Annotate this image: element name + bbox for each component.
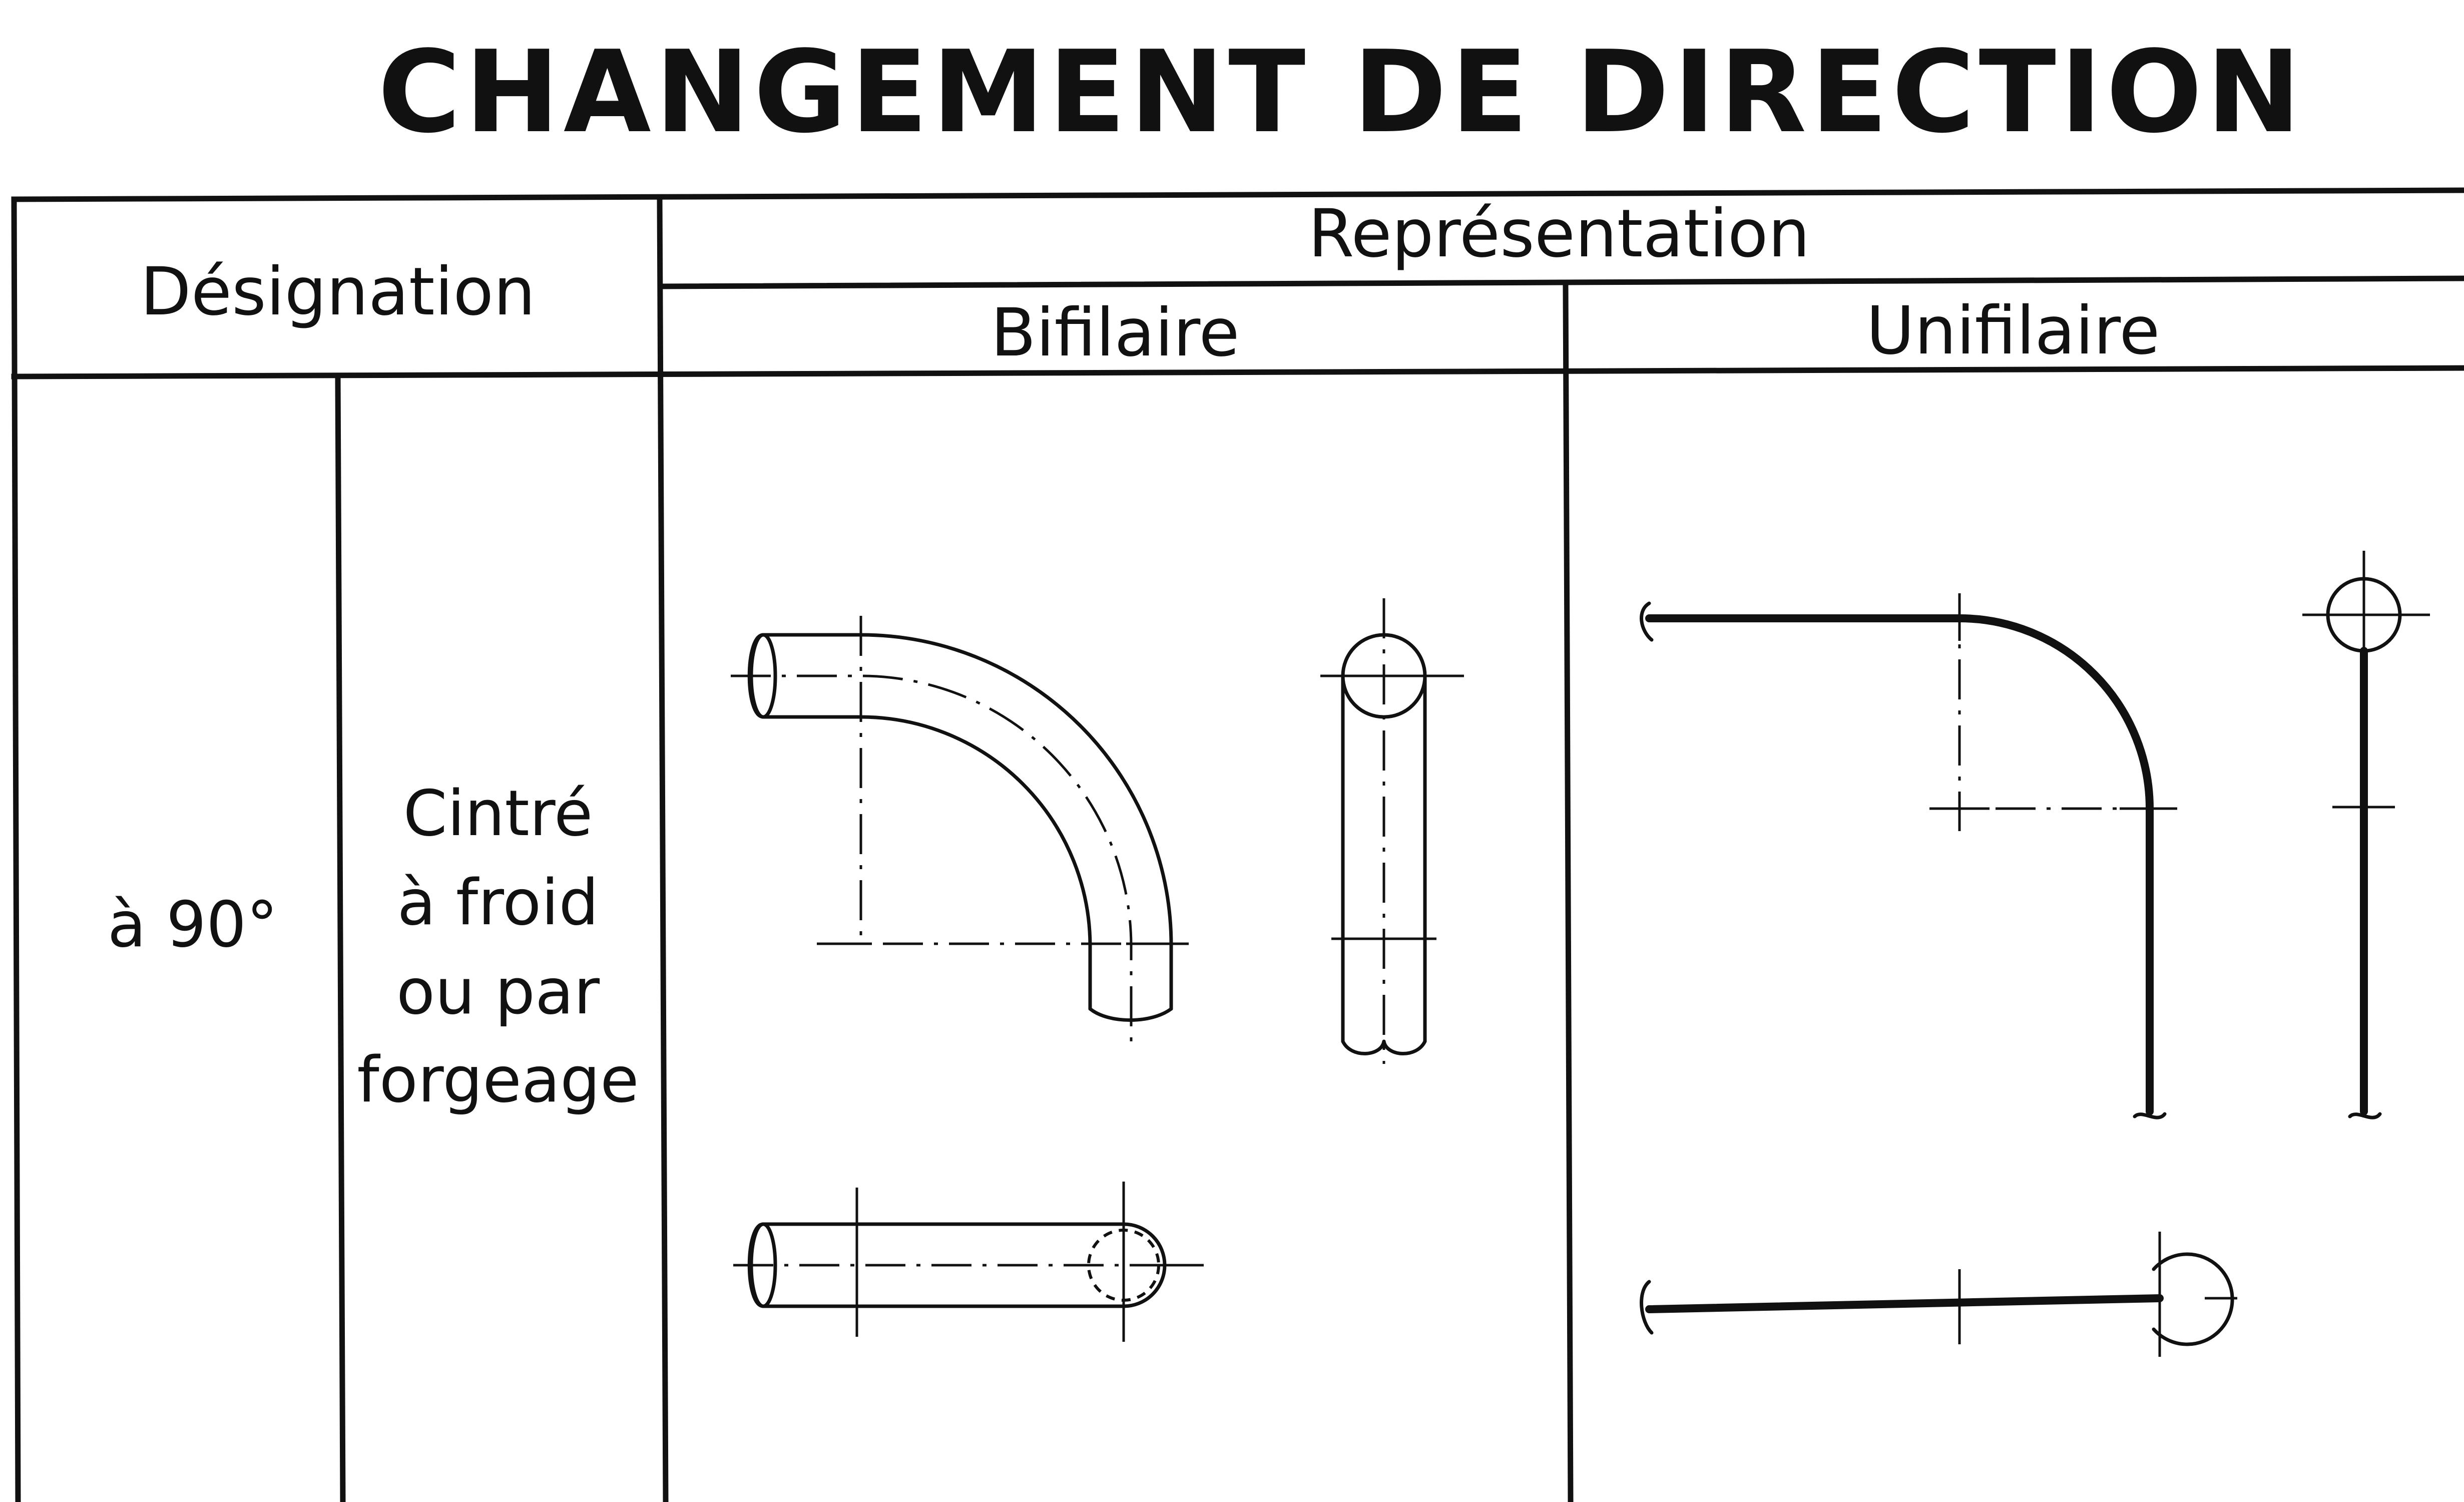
method-line-4: forgeage bbox=[357, 1043, 639, 1116]
page-title: CHANGEMENT DE DIRECTION bbox=[378, 27, 2305, 158]
bifilaire-header: Bifilaire bbox=[991, 294, 1239, 371]
bifilaire-elbow-top-view bbox=[733, 1182, 1204, 1342]
representation-header: Représentation bbox=[1308, 195, 1810, 272]
method-label: Cintré à froid ou par forgeage bbox=[357, 777, 639, 1116]
unifilaire-elbow-side-view bbox=[2302, 551, 2430, 1119]
bifilaire-elbow-front-view bbox=[731, 616, 1189, 1046]
unifilaire-elbow-top-view bbox=[1640, 1232, 2237, 1357]
method-line-1: Cintré bbox=[403, 777, 593, 850]
table-grid bbox=[11, 187, 2464, 1502]
unifilaire-elbow-front-view bbox=[1640, 593, 2177, 1119]
designation-header: Désignation bbox=[140, 253, 536, 330]
unifilaire-header: Unifilaire bbox=[1866, 292, 2160, 369]
bifilaire-elbow-side-view bbox=[1320, 598, 1464, 1064]
method-line-3: ou par bbox=[396, 955, 600, 1028]
angle-label: à 90° bbox=[108, 888, 278, 961]
method-line-2: à froid bbox=[397, 866, 599, 939]
